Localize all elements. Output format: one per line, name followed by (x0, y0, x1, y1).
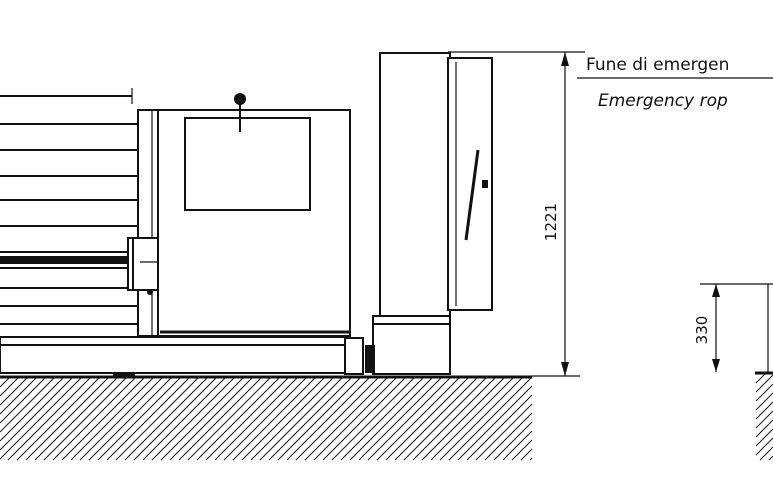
dimension-1221-label: 1221 (542, 203, 560, 241)
hatch-line (430, 377, 514, 461)
hatch-line (484, 412, 533, 461)
hatch-line (768, 455, 773, 461)
hatch-line (529, 457, 533, 461)
dimension-330-label: 330 (693, 316, 711, 345)
headstock-column (137, 109, 159, 337)
hatch-line (160, 377, 244, 461)
hatch-line (241, 377, 325, 461)
hatch-line (322, 377, 406, 461)
hatch-line (286, 377, 370, 461)
hatch-line (214, 377, 298, 461)
hatch-line (52, 377, 136, 461)
hatch-line (0, 377, 37, 415)
hatch-line (250, 377, 334, 461)
hatch-line (88, 377, 172, 461)
hatch-line (755, 392, 773, 411)
hatch-line (349, 377, 433, 461)
hatch-line (0, 377, 64, 442)
hatch-line (97, 377, 181, 461)
hatch-line (106, 377, 190, 461)
hatch-line (70, 377, 154, 461)
hatch-line (223, 377, 307, 461)
hatch-line (475, 403, 533, 461)
hatch-line (421, 377, 505, 461)
bar-stock-rollers (0, 88, 138, 325)
hatch-line (313, 377, 397, 461)
hatch-line (25, 377, 109, 461)
hatch-line (61, 377, 145, 461)
hatch-line (448, 377, 532, 461)
hatch-line (340, 377, 424, 461)
hatch-line (385, 377, 469, 461)
hatch-line (755, 428, 773, 447)
hatch-line (358, 377, 442, 461)
hatch-line (205, 377, 289, 461)
ground-hatching-right (755, 373, 773, 461)
hatch-line (115, 377, 199, 461)
hatch-line (7, 377, 91, 461)
hatch-line (0, 377, 10, 388)
hatch-line (295, 377, 379, 461)
hatch-line (0, 377, 19, 397)
hatch-line (124, 377, 208, 461)
hatch-line (755, 373, 766, 384)
hatch-line (142, 377, 226, 461)
hatch-line (755, 383, 773, 402)
ground-hatching-left (0, 377, 533, 461)
hatch-line (0, 377, 28, 406)
hatch-line (755, 401, 773, 420)
hatch-line (403, 377, 487, 461)
hatch-line (43, 377, 127, 461)
main-cabinet (157, 93, 351, 337)
hatch-line (755, 419, 773, 438)
hatch-line (755, 410, 773, 429)
hatch-line (169, 377, 253, 461)
hatch-line (367, 377, 451, 461)
hatch-line (0, 377, 73, 451)
dimension-330: 330 (693, 283, 773, 372)
dimension-1221: 1221 (448, 51, 585, 377)
hatch-line (493, 421, 533, 461)
hatch-line (412, 377, 496, 461)
hatch-line (0, 377, 55, 433)
hatch-line (0, 377, 46, 424)
hatch-line (511, 439, 533, 461)
hatch-line (755, 437, 773, 456)
electrical-cabinet (379, 52, 493, 317)
hatch-line (178, 377, 262, 461)
hatch-line (376, 377, 460, 461)
hatch-line (268, 377, 352, 461)
emergency-rope-label-group: Fune di emergen Emergency rop (577, 55, 773, 111)
hatch-line (466, 394, 533, 461)
hatch-line (755, 374, 773, 393)
label-italian: Fune di emergen (586, 55, 729, 75)
hatch-line (196, 377, 280, 461)
hatch-line (277, 377, 361, 461)
hatch-line (502, 430, 533, 461)
hatch-line (133, 377, 217, 461)
hatch-line (439, 377, 523, 461)
hatch-line (259, 377, 343, 461)
hatch-line (151, 377, 235, 461)
hatch-line (331, 377, 415, 461)
hatch-line (520, 448, 533, 461)
hatch-line (34, 377, 118, 461)
hatch-line (232, 377, 316, 461)
label-english: Emergency rop (598, 91, 728, 111)
hatch-line (304, 377, 388, 461)
hatch-line (79, 377, 163, 461)
machine-base (0, 336, 364, 378)
hatch-line (187, 377, 271, 461)
hatch-line (16, 377, 100, 461)
hatch-line (394, 377, 478, 461)
hatch-line (457, 385, 533, 461)
hatch-line (0, 377, 82, 460)
hatch-line (759, 446, 773, 461)
lower-platform (365, 315, 451, 375)
